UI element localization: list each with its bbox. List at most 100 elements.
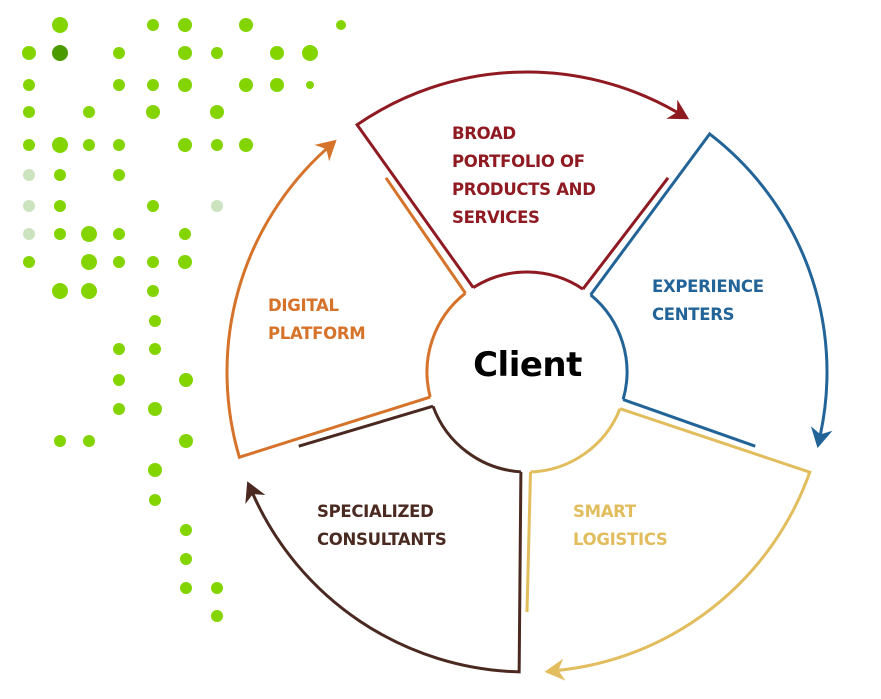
decorative-dot <box>210 105 224 119</box>
decorative-dot <box>239 78 253 92</box>
decorative-dot <box>113 139 125 151</box>
decorative-dot <box>113 228 125 240</box>
arrowhead-icon <box>666 99 690 120</box>
decorative-dot <box>211 200 223 212</box>
label-line: SMART <box>573 502 636 521</box>
segment-experience-centers <box>589 131 833 449</box>
segment-side-line <box>581 176 670 291</box>
label-line: PRODUCTS AND <box>452 180 596 199</box>
decorative-dot <box>180 582 192 594</box>
decorative-dot <box>179 373 193 387</box>
decorative-dot <box>146 105 160 119</box>
segment-inner-arc <box>431 405 521 474</box>
center-client-label: Client <box>473 345 582 385</box>
decorative-dot <box>83 435 95 447</box>
decorative-dot <box>180 524 192 536</box>
label-line: CONSULTANTS <box>317 530 447 549</box>
decorative-dot <box>148 402 162 416</box>
decorative-dot <box>179 228 191 240</box>
label-line: CENTERS <box>652 305 735 324</box>
segment-broad-portfolio <box>354 70 690 291</box>
decorative-dot <box>113 47 125 59</box>
decorative-dot <box>211 610 223 622</box>
decorative-dot <box>23 139 35 151</box>
decorative-dot <box>178 18 192 32</box>
decorative-dot <box>239 18 253 32</box>
segment-outline <box>225 147 431 460</box>
segment-inner-arc <box>530 408 622 474</box>
segment-side-line <box>622 398 756 448</box>
decorative-dot <box>81 283 97 299</box>
decorative-dot <box>147 19 159 31</box>
decorative-dot <box>22 46 36 60</box>
decorative-dot <box>149 315 161 327</box>
decorative-dot <box>306 81 314 89</box>
segment-outline <box>589 131 829 435</box>
label-line: SERVICES <box>452 208 540 227</box>
label-line: DIGITAL <box>268 296 339 315</box>
decorative-dot <box>54 228 66 240</box>
decorative-dot <box>270 78 284 92</box>
decorative-dot <box>113 343 125 355</box>
label-line: PLATFORM <box>268 324 366 343</box>
segments <box>225 70 833 681</box>
decorative-dot <box>113 169 125 181</box>
decorative-dot <box>54 435 66 447</box>
decorative-dot <box>52 45 68 61</box>
segment-inner-arc <box>589 293 629 400</box>
decorative-dot <box>147 200 159 212</box>
decorative-dot <box>83 106 95 118</box>
label-line: BROAD <box>452 124 516 143</box>
decorative-dot <box>148 463 162 477</box>
decorative-dot <box>147 79 159 91</box>
label-line: EXPERIENCE <box>652 277 764 296</box>
arrowhead-icon <box>314 139 337 162</box>
decorative-dot <box>83 139 95 151</box>
decorative-dot <box>147 285 159 297</box>
arrowhead-icon <box>544 658 566 681</box>
segment-smart-logistics <box>525 407 812 681</box>
decorative-dot <box>81 254 97 270</box>
segment-outline <box>558 407 812 672</box>
decorative-dot <box>180 553 192 565</box>
decorative-dot <box>52 283 68 299</box>
arrowhead-icon <box>245 481 266 504</box>
decorative-dot <box>113 403 125 415</box>
arrowhead-icon <box>810 426 833 449</box>
segment-outline <box>251 471 523 674</box>
decorative-dot <box>23 200 35 212</box>
dot-pattern-decoration <box>22 17 346 622</box>
decorative-dot <box>178 255 192 269</box>
decorative-dot <box>211 47 223 59</box>
decorative-dot <box>54 200 66 212</box>
decorative-dot <box>149 494 161 506</box>
decorative-dot <box>23 79 35 91</box>
decorative-dot <box>211 582 223 594</box>
decorative-dot <box>52 17 68 33</box>
segment-inner-arc <box>472 270 584 291</box>
segment-label-broad-portfolio: BROAD PORTFOLIO OF PRODUCTS AND SERVICES <box>452 120 596 232</box>
segment-inner-arc <box>425 292 467 398</box>
decorative-dot <box>113 79 125 91</box>
segment-label-specialized-consultants: SPECIALIZED CONSULTANTS <box>317 498 447 554</box>
segment-side-line <box>384 176 467 295</box>
segment-label-smart-logistics: SMART LOGISTICS <box>573 498 668 554</box>
decorative-dot <box>23 169 35 181</box>
decorative-dot <box>81 226 97 242</box>
decorative-dot <box>54 169 66 181</box>
decorative-dot <box>302 45 318 61</box>
decorative-dot <box>52 137 68 153</box>
decorative-dot <box>23 228 35 240</box>
decorative-dot <box>178 46 192 60</box>
decorative-dot <box>147 256 159 268</box>
decorative-dot <box>211 139 223 151</box>
decorative-dot <box>113 374 125 386</box>
decorative-dot <box>179 434 193 448</box>
label-line: SPECIALIZED <box>317 502 434 521</box>
decorative-dot <box>336 20 346 30</box>
segment-side-line <box>525 471 532 613</box>
decorative-dot <box>23 256 35 268</box>
decorative-dot <box>113 256 125 268</box>
segment-label-digital-platform: DIGITAL PLATFORM <box>268 292 366 348</box>
